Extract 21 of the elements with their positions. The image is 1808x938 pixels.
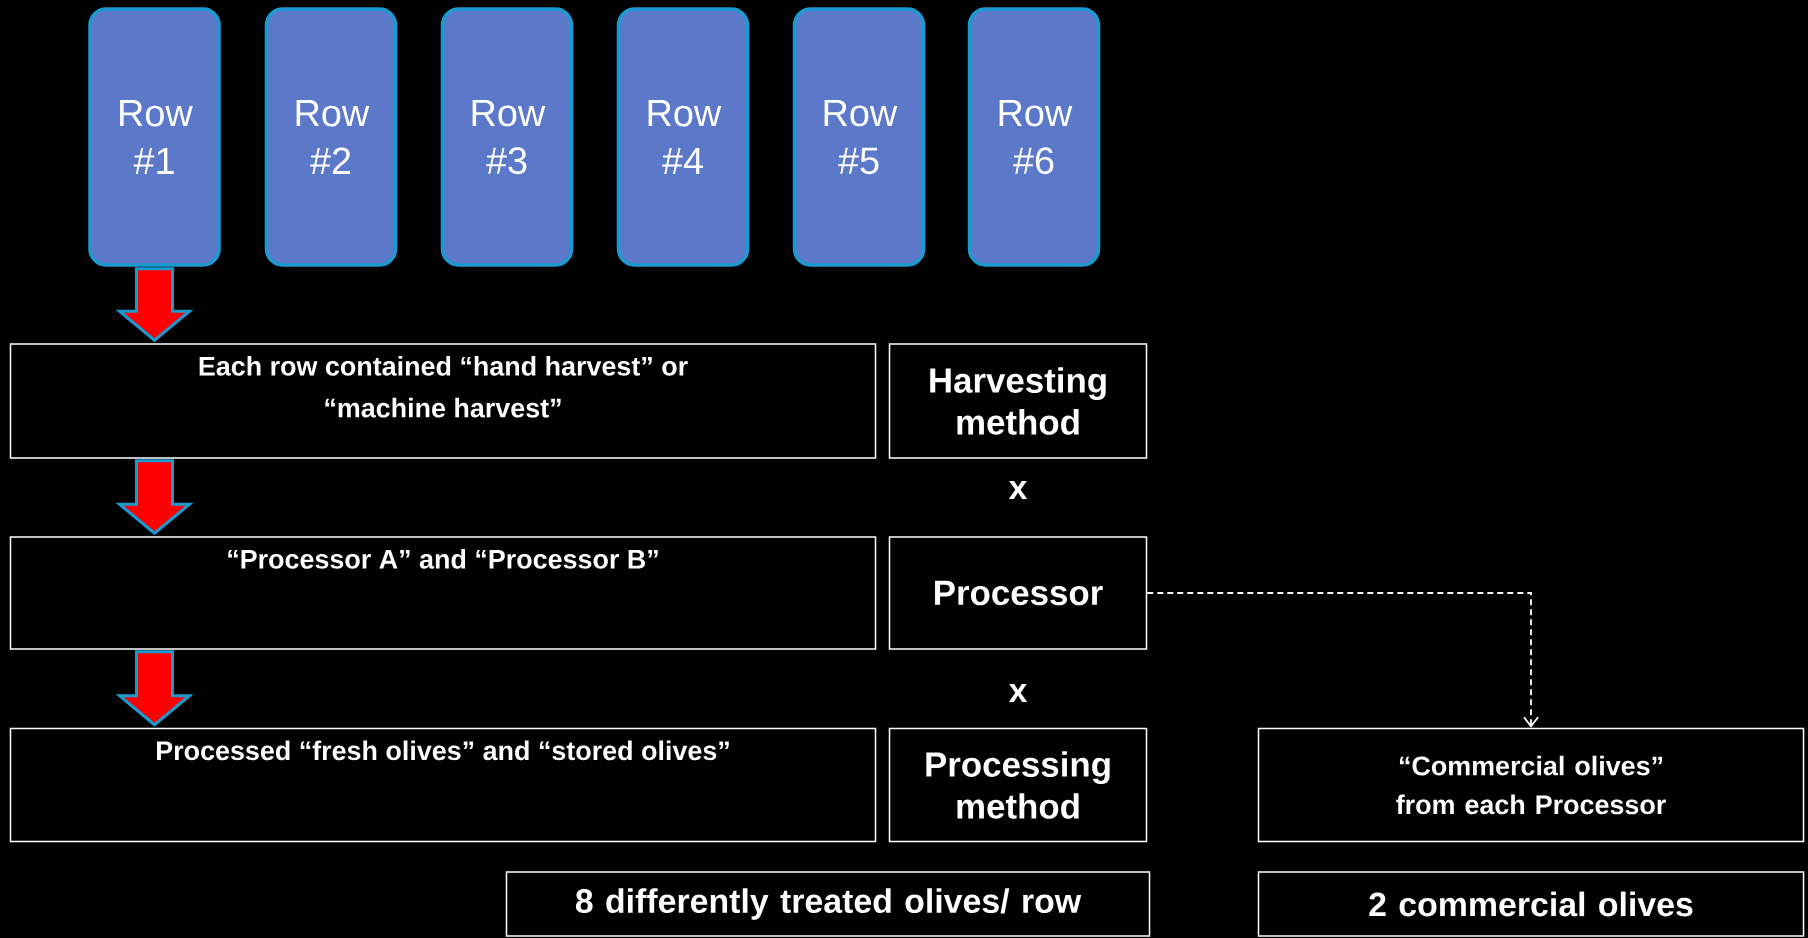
row-box: Row #5 — [792, 7, 926, 267]
row-box: Row #3 — [440, 7, 574, 267]
factor-box: Processor — [888, 536, 1148, 650]
factor-box: Processing method — [888, 727, 1148, 843]
block-arrow — [115, 459, 194, 536]
factor-cross: x — [1008, 481, 1028, 499]
block-arrow — [115, 267, 194, 343]
factor-cross: x — [1008, 684, 1028, 702]
block-arrow — [115, 650, 194, 727]
summary-box: 8 differently treated olives/ row — [505, 871, 1151, 937]
row-box: Row #1 — [88, 7, 221, 267]
step-box: Processed “fresh olives” and “stored olives” — [9, 727, 877, 843]
factor-box: Harvesting method — [888, 343, 1148, 459]
row-box: Row #6 — [967, 7, 1101, 267]
summary-box: 2 commercial olives — [1257, 871, 1805, 937]
step-box: “Processor A” and “Processor B” — [9, 536, 877, 650]
row-box: Row #2 — [264, 7, 398, 267]
commercial-box: “Commercial olives” from each Processor — [1257, 727, 1805, 843]
step-box: Each row contained “hand harvest” or “machine harvest” — [9, 343, 877, 459]
dashed-arrow — [1146, 592, 1539, 728]
row-box: Row #4 — [616, 7, 750, 267]
